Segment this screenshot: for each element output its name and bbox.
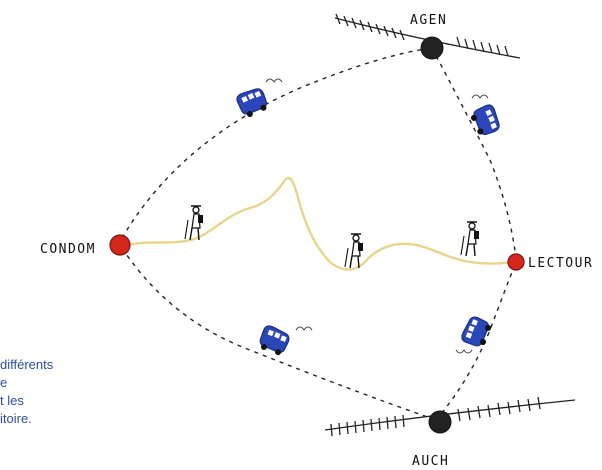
- hiker-icon: [344, 233, 364, 269]
- caption-line: t les: [0, 393, 24, 408]
- condom-marker: [109, 234, 131, 256]
- lectour-marker: [507, 253, 525, 271]
- caption-line: différents: [0, 357, 54, 372]
- route-auch-lectour: [435, 261, 517, 421]
- bus-icon: [234, 84, 271, 120]
- caption-line: e: [0, 375, 8, 390]
- condom-label: CONDOM: [40, 242, 96, 257]
- auch-marker: [428, 410, 452, 434]
- bus-icon: [256, 323, 292, 358]
- route-agen-lectour: [431, 47, 517, 259]
- hiker-icon: [460, 221, 480, 257]
- auch-label: AUCH: [412, 454, 449, 469]
- lectour-label: LECTOUR: [528, 256, 593, 271]
- agen-marker: [420, 36, 444, 60]
- route-condom-auch: [121, 247, 437, 421]
- agen-label: AGEN: [410, 13, 447, 28]
- bus-icon: [468, 102, 504, 139]
- walking-trail: [126, 176, 518, 271]
- caption-fragment: différents e t les itoire.: [0, 356, 150, 428]
- hiker-icon: [184, 205, 204, 241]
- exhaust-puffs: [265, 78, 489, 354]
- bus-icon: [459, 314, 494, 350]
- caption-line: itoire.: [0, 411, 32, 426]
- railway-track-icon: [334, 13, 521, 59]
- route-condom-agen: [121, 47, 433, 239]
- bus-routes: [121, 47, 517, 421]
